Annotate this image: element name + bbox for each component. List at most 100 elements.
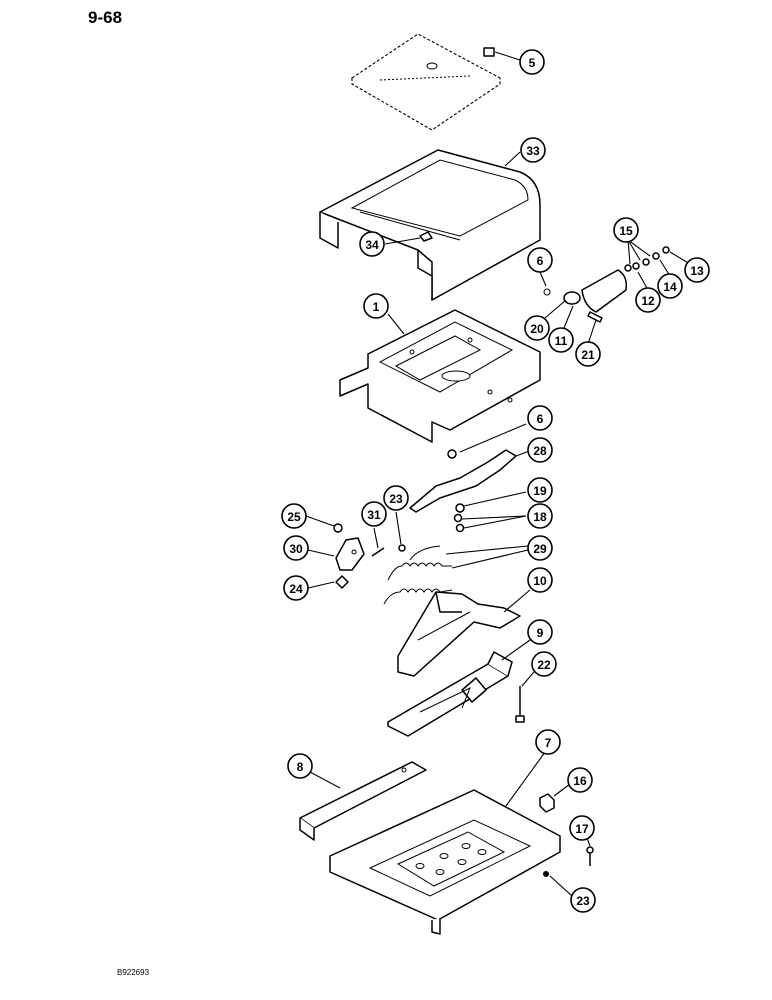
- callout-circle: [287, 753, 313, 779]
- callout-circle: [527, 437, 553, 463]
- callout-circle: [575, 341, 601, 367]
- callout-number: 19: [533, 484, 547, 498]
- callout-circle: [527, 535, 553, 561]
- callout-16: 16: [567, 767, 593, 793]
- callout-23: 23: [570, 887, 596, 913]
- part-8-lower-rail: [299, 761, 427, 841]
- drawing-reference-number: B922693: [117, 968, 150, 977]
- part-1-top-plate: [339, 309, 541, 443]
- callout-circle: [527, 477, 553, 503]
- callout-circle: [657, 273, 683, 299]
- callout-number: 29: [533, 542, 547, 556]
- part-22-bolt: [515, 671, 535, 723]
- callout-20: 20: [524, 315, 550, 341]
- callout-circle: [535, 729, 561, 755]
- latch-and-springs: [305, 511, 529, 605]
- callout-number: 20: [530, 322, 544, 336]
- callout-number: 28: [533, 444, 547, 458]
- callout-number: 16: [573, 774, 587, 788]
- callout-circle: [548, 327, 574, 353]
- callout-31: 31: [361, 501, 387, 527]
- callout-number: 10: [533, 574, 547, 588]
- callout-21: 21: [575, 341, 601, 367]
- callout-number: 23: [576, 894, 590, 908]
- callout-18: 18: [527, 503, 553, 529]
- callout-number: 31: [367, 508, 381, 522]
- callout-23: 23: [383, 485, 409, 511]
- callout-number: 17: [575, 822, 589, 836]
- callout-17: 17: [569, 815, 595, 841]
- callout-circle: [635, 287, 661, 313]
- callout-15: 15: [613, 217, 639, 243]
- callout-7: 7: [535, 729, 561, 755]
- callout-number: 24: [289, 582, 303, 596]
- callout-9: 9: [527, 619, 553, 645]
- callout-34: 34: [359, 231, 385, 257]
- part-10-slide-bracket: [397, 589, 531, 677]
- callout-number: 5: [529, 56, 536, 70]
- callout-circle: [567, 767, 593, 793]
- callout-number: 6: [537, 412, 544, 426]
- callout-layer: 5333415131412620112116281918252331293024…: [281, 49, 710, 913]
- callout-circle: [281, 503, 307, 529]
- callout-number: 9: [537, 626, 544, 640]
- callout-circle: [527, 405, 553, 431]
- callout-33: 33: [520, 137, 546, 163]
- callout-10: 10: [527, 567, 553, 593]
- callout-number: 15: [619, 224, 633, 238]
- callout-circle: [383, 485, 409, 511]
- callout-22: 22: [531, 651, 557, 677]
- callout-number: 18: [533, 510, 547, 524]
- callout-number: 12: [641, 294, 655, 308]
- part-9-slide-rail: [387, 639, 531, 737]
- callout-8: 8: [287, 753, 313, 779]
- callout-circle: [519, 49, 545, 75]
- callout-number: 13: [690, 264, 704, 278]
- handle-and-nuts: [409, 423, 533, 533]
- callout-30: 30: [283, 535, 309, 561]
- callout-number: 22: [537, 658, 551, 672]
- callout-number: 14: [663, 280, 677, 294]
- part-5-seat-plate: [350, 33, 521, 131]
- callout-circle: [527, 619, 553, 645]
- callout-11: 11: [548, 327, 574, 353]
- callout-circle: [524, 315, 550, 341]
- callout-circle: [283, 575, 309, 601]
- callout-29: 29: [527, 535, 553, 561]
- callout-circle: [570, 887, 596, 913]
- callout-5: 5: [519, 49, 545, 75]
- callout-circle: [361, 501, 387, 527]
- callout-number: 23: [389, 492, 403, 506]
- callout-number: 30: [289, 542, 303, 556]
- callout-number: 11: [555, 334, 568, 348]
- part-33-seat-frame: [319, 149, 541, 301]
- part-7-base-plate: [329, 747, 561, 935]
- damper-assembly: [539, 239, 691, 345]
- callout-circle: [531, 651, 557, 677]
- callout-circle: [613, 217, 639, 243]
- callout-number: 33: [526, 144, 540, 158]
- callout-14: 14: [657, 273, 683, 299]
- callout-circle: [569, 815, 595, 841]
- callout-number: 1: [373, 300, 380, 314]
- page-number: 9-68: [88, 8, 123, 27]
- callout-24: 24: [283, 575, 309, 601]
- callout-circle: [527, 567, 553, 593]
- callout-circle: [359, 231, 385, 257]
- callout-28: 28: [527, 437, 553, 463]
- callout-number: 6: [537, 254, 544, 268]
- callout-25: 25: [281, 503, 307, 529]
- callout-number: 21: [581, 348, 595, 362]
- callout-1: 1: [363, 293, 389, 319]
- callout-12: 12: [635, 287, 661, 313]
- callout-circle: [684, 257, 710, 283]
- callout-19: 19: [527, 477, 553, 503]
- callout-number: 7: [545, 736, 552, 750]
- callout-number: 8: [297, 760, 304, 774]
- callout-circle: [363, 293, 389, 319]
- callout-circle: [283, 535, 309, 561]
- callout-circle: [527, 503, 553, 529]
- callout-circle: [527, 247, 553, 273]
- callout-number: 34: [365, 238, 379, 252]
